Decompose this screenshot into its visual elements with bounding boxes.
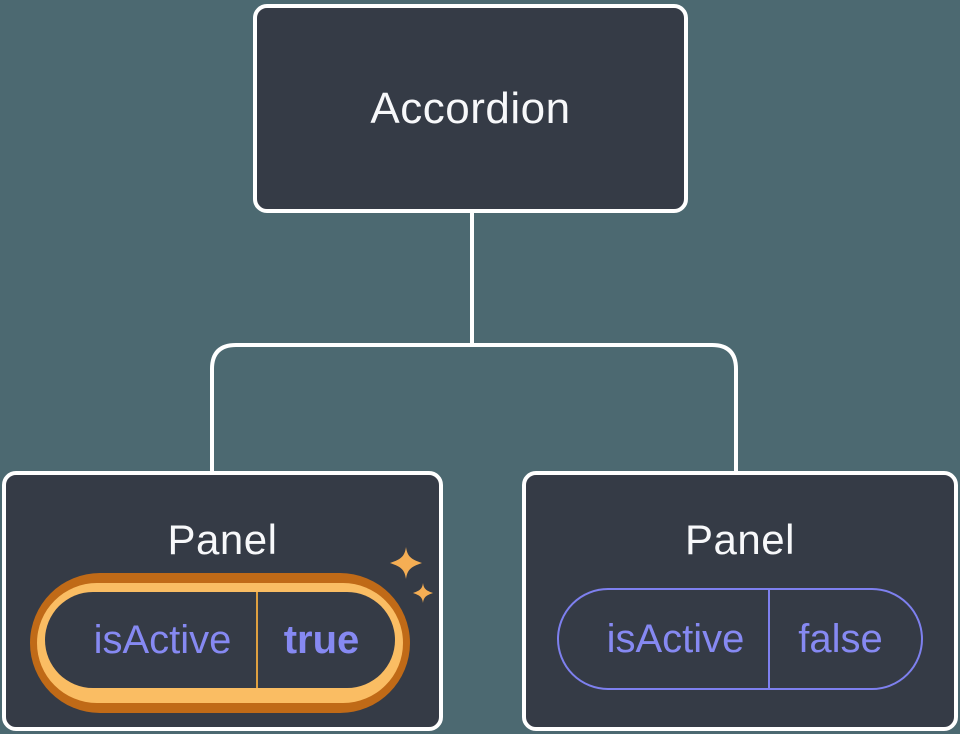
state-pill-inactive: isActive false bbox=[557, 588, 923, 690]
connector-branch bbox=[210, 343, 738, 471]
state-pill-active: isActive true bbox=[45, 592, 395, 688]
state-value-label: false bbox=[798, 616, 883, 661]
node-accordion: Accordion bbox=[253, 4, 688, 213]
state-key-label: isActive bbox=[606, 616, 745, 661]
state-value-label: true bbox=[283, 617, 360, 662]
state-key-label: isActive bbox=[93, 617, 232, 662]
pill-divider bbox=[256, 592, 258, 688]
node-panel-inactive: Panel isActive false bbox=[522, 471, 958, 731]
sparkle-icon-small bbox=[413, 583, 433, 603]
accordion-label: Accordion bbox=[370, 83, 571, 133]
node-panel-active: Panel isActive true bbox=[2, 471, 443, 731]
panel-inactive-label: Panel bbox=[685, 516, 795, 563]
pill-divider bbox=[768, 590, 770, 688]
sparkle-icon-large bbox=[390, 547, 422, 579]
panel-active-label: Panel bbox=[167, 516, 278, 563]
active-highlight-ring-inner: isActive true bbox=[37, 583, 403, 703]
active-highlight-ring: isActive true bbox=[30, 573, 410, 713]
